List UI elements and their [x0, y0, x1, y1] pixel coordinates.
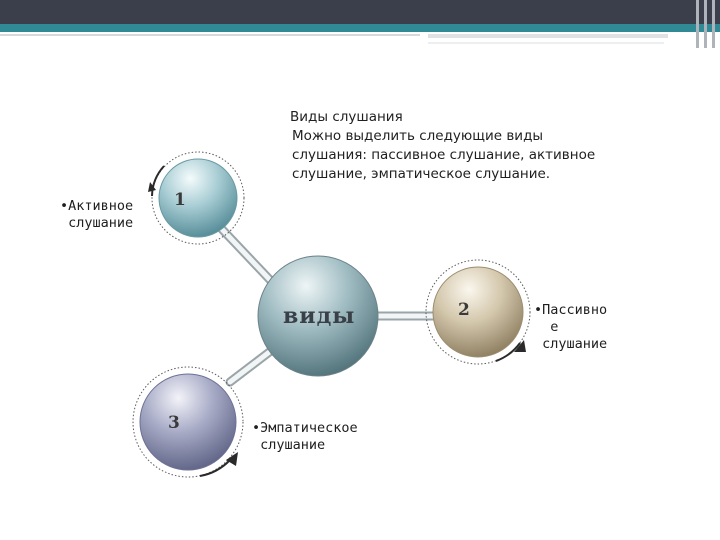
node-1-label: •Активное слушание — [60, 198, 134, 231]
node-2-number: 2 — [458, 300, 470, 320]
connector — [213, 220, 277, 287]
node-1-number: 1 — [174, 190, 186, 210]
divider-line — [428, 42, 664, 44]
node-3-label: •Эмпатическое слушание — [252, 420, 358, 453]
center-label: виды — [283, 303, 356, 329]
slide-text: Виды слушания Можно выделить следующие в… — [290, 108, 620, 184]
slide-description: Можно выделить следующие виды слушания: … — [292, 128, 596, 182]
divider-line — [428, 34, 668, 38]
node-2-label: •Пассивно е слушание — [534, 302, 608, 352]
center-node — [257, 255, 379, 377]
title-bar — [0, 0, 720, 24]
node-2 — [425, 259, 531, 365]
node-3-number: 3 — [168, 413, 180, 433]
node-1 — [148, 151, 245, 245]
divider-line — [0, 34, 420, 36]
accent-stripe — [0, 24, 720, 32]
node-3 — [132, 366, 244, 478]
connector — [225, 345, 277, 387]
corner-decoration — [692, 0, 720, 48]
slide-title: Виды слушания — [290, 109, 403, 125]
